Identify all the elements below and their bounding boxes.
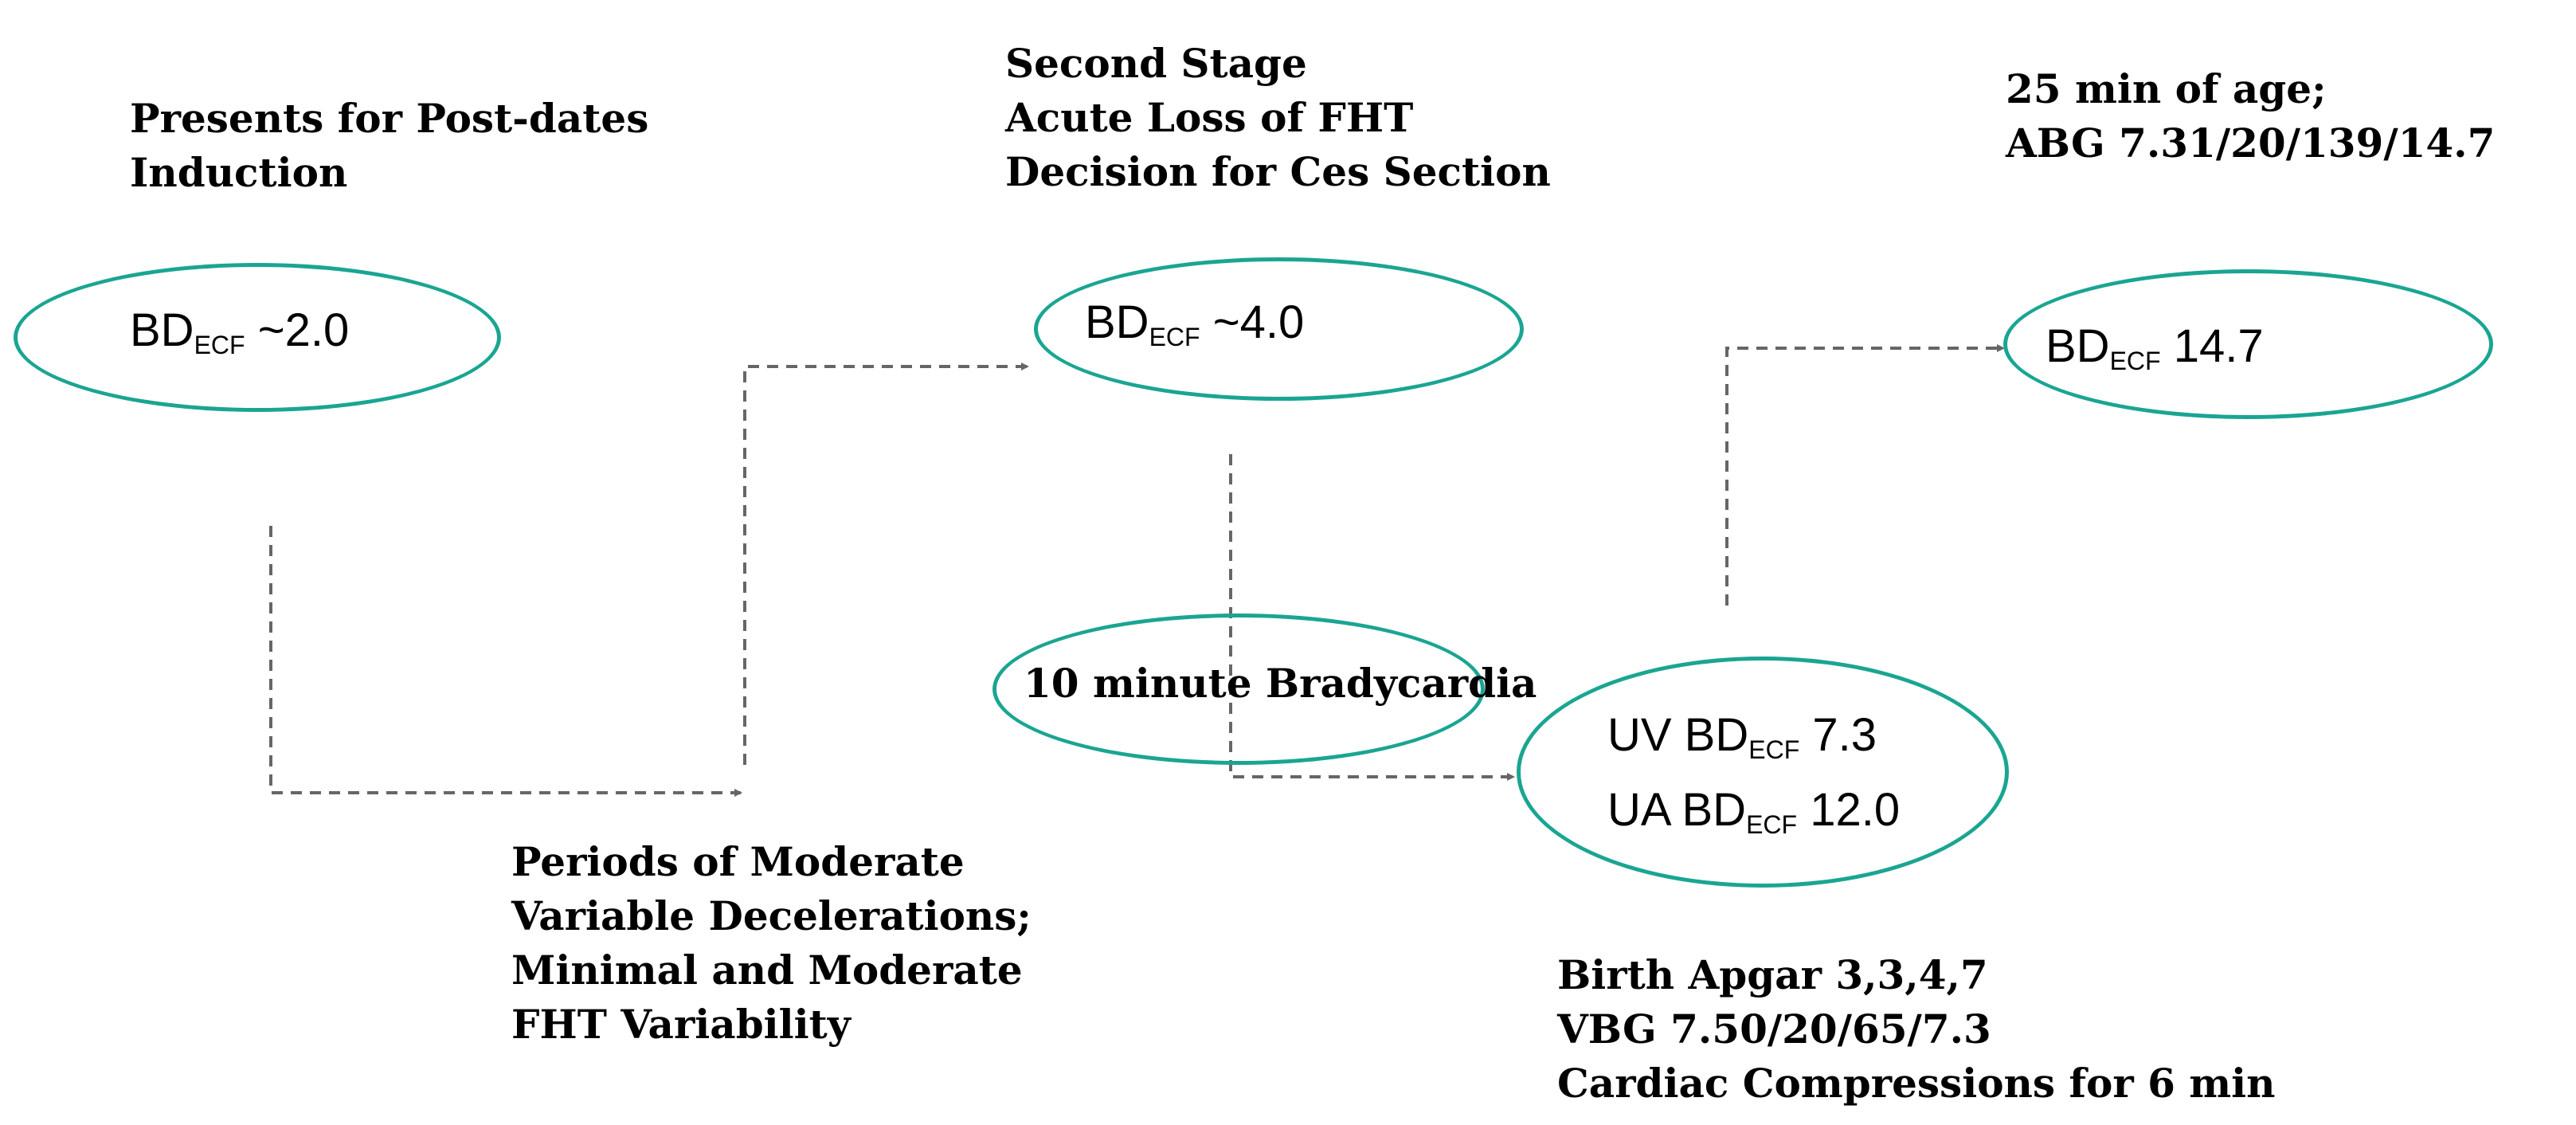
label-25-min-abg: 25 min of age; ABG 7.31/20/139/14.7 — [2006, 62, 2495, 171]
oval-bd-second-stage — [1034, 257, 1524, 401]
label-line: Induction — [130, 149, 348, 196]
bd-prefix: BD — [1085, 296, 1149, 348]
bd-subscript: ECF — [194, 331, 245, 359]
label-line: Decision for Ces Section — [1005, 148, 1551, 195]
label-line: Birth Apgar 3,3,4,7 — [1557, 951, 1988, 998]
label-line: Acute Loss of FHT — [1005, 94, 1414, 141]
label-line: ABG 7.31/20/139/14.7 — [2006, 120, 2496, 167]
label-second-stage: Second Stage Acute Loss of FHT Decision … — [1005, 37, 1551, 199]
ua-prefix: UA BD — [1607, 784, 1747, 836]
oval-bradycardia-text: 10 minute Bradycardia — [1024, 660, 1537, 707]
label-periods-of-decelerations: Periods of Moderate Variable Deceleratio… — [511, 835, 1032, 1052]
label-line: Variable Decelerations; — [511, 892, 1032, 939]
label-birth-apgar: Birth Apgar 3,3,4,7 VBG 7.50/20/65/7.3 C… — [1557, 948, 2276, 1111]
bd-subscript: ECF — [2109, 347, 2161, 375]
label-line: 25 min of age; — [2006, 65, 2327, 112]
label-line: Periods of Moderate — [511, 838, 965, 885]
oval-bd-second-stage-text: BDECF ~4.0 — [1085, 295, 1304, 365]
bd-subscript: ECF — [1149, 323, 1200, 351]
ua-subscript: ECF — [1746, 810, 1798, 839]
bd-value: ~2.0 — [257, 304, 350, 356]
connector-periods-to-second-stage — [743, 363, 1029, 765]
oval-bd-25-min — [2003, 269, 2493, 419]
label-line: Cardiac Compressions for 6 min — [1557, 1060, 2276, 1107]
oval-cord-ua-text: UA BDECF 12.0 — [1607, 782, 1900, 853]
uv-prefix: UV BD — [1607, 709, 1749, 761]
oval-bd-admission — [14, 263, 501, 412]
bd-prefix: BD — [130, 304, 194, 356]
label-line: Second Stage — [1005, 40, 1307, 87]
oval-cord-uv-text: UV BDECF 7.3 — [1607, 708, 1877, 778]
label-line: FHT Variability — [511, 1001, 851, 1048]
uv-value: 7.3 — [1812, 709, 1877, 761]
oval-bd-25-min-text: BDECF 14.7 — [2046, 319, 2264, 389]
bd-value: ~4.0 — [1212, 296, 1305, 348]
bd-prefix: BD — [2046, 320, 2110, 372]
label-line: Minimal and Moderate — [511, 947, 1023, 994]
bd-value: 14.7 — [2173, 320, 2264, 372]
uv-subscript: ECF — [1748, 735, 1800, 764]
oval-cord-gases — [1517, 657, 2009, 888]
ua-value: 12.0 — [1810, 784, 1901, 836]
label-line: Presents for Post-dates — [130, 95, 649, 142]
label-line: VBG 7.50/20/65/7.3 — [1557, 1005, 1991, 1052]
label-presents-for-induction: Presents for Post-dates Induction — [130, 92, 648, 200]
connector-cord-to-25min — [1725, 344, 2005, 606]
oval-bd-admission-text: BDECF ~2.0 — [130, 303, 349, 373]
connector-presents-to-periods — [269, 526, 742, 797]
oval-bradycardia — [992, 613, 1485, 765]
